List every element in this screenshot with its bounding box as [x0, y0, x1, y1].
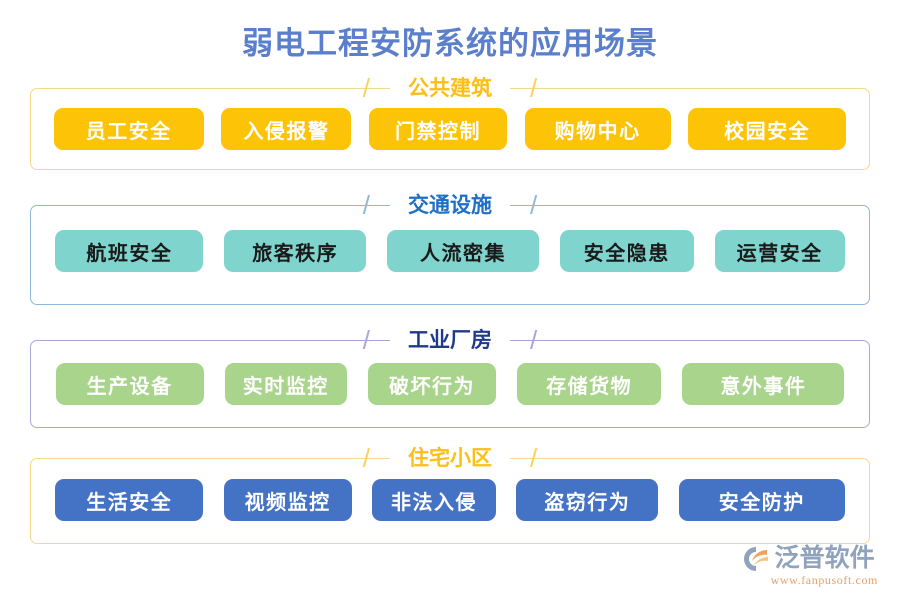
slash-left-icon: / [362, 190, 370, 220]
section-header-residential-areas: / 住宅小区 / [31, 443, 869, 473]
chip-item[interactable]: 员工安全 [53, 108, 204, 150]
chip-item[interactable]: 校园安全 [688, 108, 847, 150]
chip-row-transport-facilities: 航班安全 旅客秩序 人流密集 安全隐患 运营安全 [31, 230, 869, 272]
chip-item[interactable]: 生产设备 [55, 363, 204, 405]
chip-row-residential-areas: 生活安全 视频监控 非法入侵 盗窃行为 安全防护 [31, 479, 869, 521]
section-header-industrial-plants: / 工业厂房 / [31, 325, 869, 355]
section-industrial-plants: / 工业厂房 / 生产设备 实时监控 破坏行为 存储货物 意外事件 [30, 325, 870, 428]
slash-right-icon: / [530, 325, 538, 355]
chip-item[interactable]: 安全防护 [678, 479, 845, 521]
chip-item[interactable]: 非法入侵 [371, 479, 496, 521]
chip-item[interactable]: 入侵报警 [221, 108, 352, 150]
page-title: 弱电工程安防系统的应用场景 [242, 26, 658, 61]
section-heading-label: 住宅小区 [390, 443, 510, 473]
chip-item[interactable]: 人流密集 [386, 230, 539, 272]
chip-item[interactable]: 门禁控制 [368, 108, 507, 150]
slash-right-icon: / [530, 73, 538, 103]
section-header-public-buildings: / 公共建筑 / [31, 73, 869, 103]
chip-row-industrial-plants: 生产设备 实时监控 破坏行为 存储货物 意外事件 [31, 363, 869, 405]
slash-right-icon: / [530, 443, 538, 473]
fanpu-logo-icon [741, 544, 771, 574]
slash-left-icon: / [362, 325, 370, 355]
section-header-transport-facilities: / 交通设施 / [31, 190, 869, 220]
slash-left-icon: / [362, 443, 370, 473]
slash-right-icon: / [530, 190, 538, 220]
brand-name: 泛普软件 [774, 545, 875, 572]
chip-item[interactable]: 实时监控 [224, 363, 347, 405]
chip-item[interactable]: 安全隐患 [559, 230, 694, 272]
chip-item[interactable]: 意外事件 [682, 363, 845, 405]
section-residential-areas: / 住宅小区 / 生活安全 视频监控 非法入侵 盗窃行为 安全防护 [30, 443, 870, 544]
chip-item[interactable]: 盗窃行为 [516, 479, 659, 521]
chip-row-public-buildings: 员工安全 入侵报警 门禁控制 购物中心 校园安全 [31, 108, 869, 150]
chip-item[interactable]: 航班安全 [55, 230, 204, 272]
chip-item[interactable]: 购物中心 [524, 108, 671, 150]
section-public-buildings: / 公共建筑 / 员工安全 入侵报警 门禁控制 购物中心 校园安全 [30, 73, 870, 170]
brand-watermark: 泛普软件 www.fanpusoft.com [741, 544, 878, 588]
chip-item[interactable]: 生活安全 [55, 479, 204, 521]
section-transport-facilities: / 交通设施 / 航班安全 旅客秩序 人流密集 安全隐患 运营安全 [30, 190, 870, 305]
chip-item[interactable]: 旅客秩序 [224, 230, 367, 272]
section-heading-label: 交通设施 [390, 190, 510, 220]
chip-item[interactable]: 破坏行为 [367, 363, 496, 405]
brand-lockup: 泛普软件 [741, 544, 875, 574]
section-heading-label: 工业厂房 [390, 325, 510, 355]
section-heading-label: 公共建筑 [390, 73, 510, 103]
chip-item[interactable]: 视频监控 [223, 479, 352, 521]
chip-item[interactable]: 存储货物 [517, 363, 662, 405]
slash-left-icon: / [362, 73, 370, 103]
brand-url: www.fanpusoft.com [770, 573, 878, 587]
chip-item[interactable]: 运营安全 [714, 230, 845, 272]
